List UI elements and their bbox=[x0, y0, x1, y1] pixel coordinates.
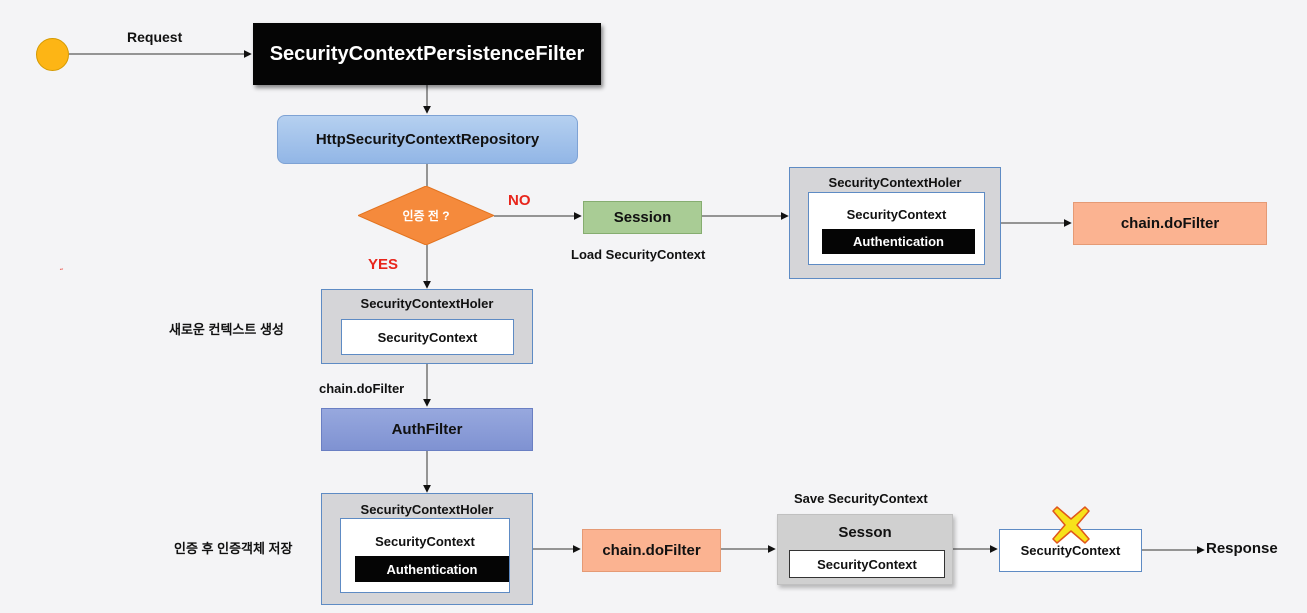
decision-diamond: 인증 전 ? bbox=[358, 186, 494, 245]
sesson-title: Sesson bbox=[838, 524, 892, 541]
auth-filter-box: AuthFilter bbox=[321, 408, 533, 451]
holder-loaded-auth: Authentication bbox=[822, 229, 975, 254]
holder-loaded-context: SecurityContext bbox=[846, 207, 947, 222]
holder-after-auth: Authentication bbox=[355, 556, 509, 582]
holder-loaded-title: SecurityContextHoler bbox=[828, 175, 962, 190]
sesson-box: Sesson SecurityContext bbox=[777, 514, 953, 585]
holder-after: SecurityContextHoler SecurityContext Aut… bbox=[321, 493, 533, 605]
holder-new-title: SecurityContextHoler bbox=[360, 296, 494, 311]
save-context-note: Save SecurityContext bbox=[794, 491, 928, 506]
yes-label: YES bbox=[368, 256, 399, 273]
stray-mark: ˶ bbox=[60, 263, 63, 273]
request-label: Request bbox=[127, 29, 183, 45]
start-node bbox=[36, 38, 69, 71]
session-box: Session bbox=[583, 201, 702, 234]
holder-after-inner: SecurityContext Authentication bbox=[340, 518, 510, 593]
chain-dofilter-bottom: chain.doFilter bbox=[582, 529, 721, 572]
holder-after-context: SecurityContext bbox=[375, 534, 475, 549]
holder-loaded-inner: SecurityContext Authentication bbox=[808, 192, 985, 265]
sesson-inner: SecurityContext bbox=[789, 550, 945, 578]
holder-new-context: SecurityContext bbox=[377, 329, 478, 345]
chain-dofilter-top: chain.doFilter bbox=[1073, 202, 1267, 245]
persistence-filter-box: SecurityContextPersistenceFilter bbox=[253, 23, 601, 85]
repository-box: HttpSecurityContextRepository bbox=[277, 115, 578, 164]
cleared-context-box: SecurityContext bbox=[999, 529, 1142, 572]
load-context-note: Load SecurityContext bbox=[571, 247, 706, 262]
cross-icon bbox=[1052, 506, 1090, 544]
after-auth-note: 인증 후 인증객체 저장 bbox=[174, 541, 293, 556]
chain-note: chain.doFilter bbox=[319, 381, 405, 396]
holder-new-inner: SecurityContext bbox=[341, 319, 514, 355]
no-label: NO bbox=[508, 192, 531, 209]
holder-after-title: SecurityContextHoler bbox=[360, 502, 494, 517]
response-label: Response bbox=[1206, 540, 1278, 557]
new-context-note: 새로운 컨텍스트 생성 bbox=[169, 322, 284, 337]
holder-loaded: SecurityContextHoler SecurityContext Aut… bbox=[789, 167, 1001, 279]
decision-label: 인증 전 ? bbox=[402, 209, 450, 223]
sesson-context: SecurityContext bbox=[817, 556, 917, 572]
holder-new: SecurityContextHoler SecurityContext bbox=[321, 289, 533, 364]
